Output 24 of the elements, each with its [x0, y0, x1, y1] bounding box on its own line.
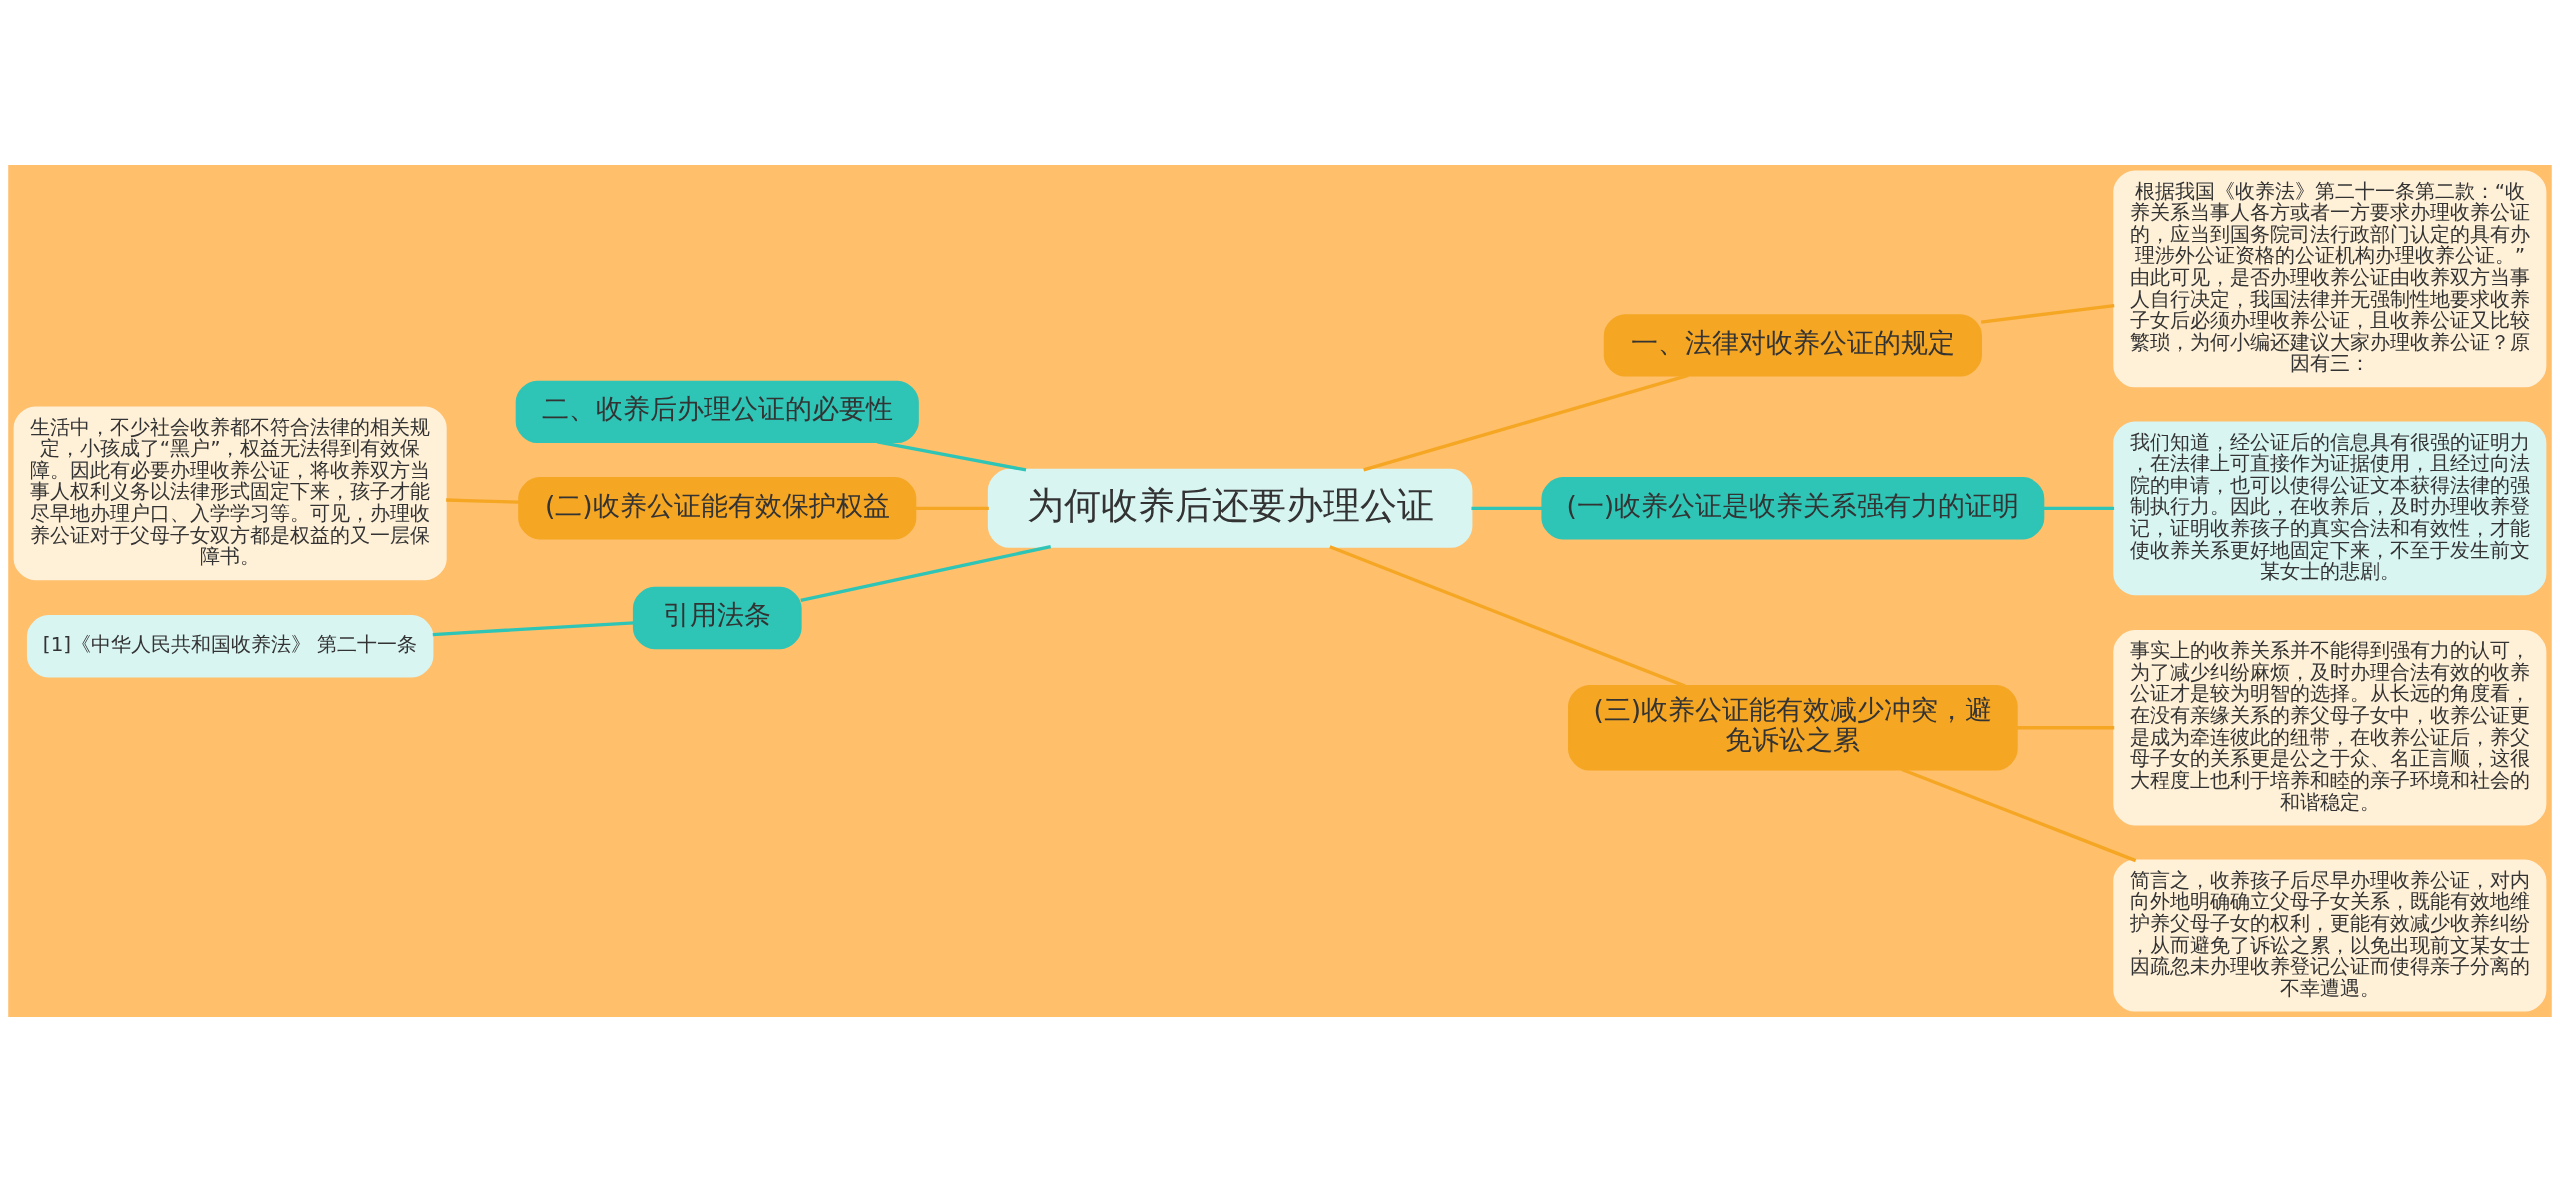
node-box: 为何收养后还要办理公证	[987, 468, 1473, 548]
connector	[915, 506, 989, 510]
node-box: (二)收养公证能有效保护权益	[518, 476, 917, 539]
node-box: 事实上的收养关系并不能得到强有力的认可，为了减少纠纷麻烦，及时办理合法有效的收养公证才是较为明智的选择。从长远的角度看，在没有亲缘关系的养父母子女中，收养公证更是成为牵连彼此的纽带，在收养公证后，养父母子女的关系更是公之于众、名正言顺，这很大程度上也利于培养和睦的亲子环境和社会的和谐稳定。	[2113, 629, 2547, 825]
node-box: [1]《中华人民共和国收养法》 第二十一条	[26, 614, 434, 677]
node-box: 引用法条	[632, 586, 802, 649]
connector	[1329, 544, 1686, 688]
node-box: 二、收养后办理公证的必要性	[515, 380, 919, 443]
connector	[1901, 767, 2137, 862]
node-box: 一、法律对收养公证的规定	[1603, 313, 1982, 377]
connector	[432, 620, 635, 636]
connector	[1980, 303, 2115, 324]
connector	[446, 497, 520, 504]
node-box: 根据我国《收养法》第二十一条第二款：“收养关系当事人各方或者一方要求办理收养公证的，应当到国务院司法行政部门认定的具有办理涉外公证资格的公证机构办理收养公证。”由此可见，是否办理收养公证由收养双方当事人自行决定，我国法律并无强制性地要求收养子女后必须办理收养公证，且收养公证又比较繁琐，为何小编还建议大家办理收养公证？原因有三：	[2113, 169, 2547, 387]
node-box: (三)收养公证能有效减少冲突，避免诉讼之累	[1568, 684, 2018, 771]
connector	[2043, 506, 2115, 510]
node-box: (一)收养公证是收养关系强有力的证明	[1541, 476, 2045, 539]
connector	[2017, 725, 2115, 729]
node-box: 简言之，收养孩子后尽早办理收养公证，对内向外地明确确立父母子女关系，既能有效地维护养父母子女的权利，更能有效减少收养纠纷，从而避免了诉讼之累，以免出现前文某女士因疏忽未办理收养登记公证而使得亲子分离的不幸遭遇。	[2113, 859, 2547, 1012]
connector	[1363, 373, 1689, 471]
node-box: 生活中，不少社会收养都不符合法律的相关规定，小孩成了“黑户”，权益无法得到有效保障。因此有必要办理收养公证，将收养双方当事人权利义务以法律形式固定下来，孩子才能尽早地办理户口、入学学习等。可见，办理收养公证对于父母子女双方都是权益的又一层保障书。	[13, 405, 447, 580]
connector	[1471, 506, 1543, 510]
connector	[800, 544, 1052, 602]
node-box: 我们知道，经公证后的信息具有很强的证明力，在法律上可直接作为证据使用，且经过向法院的申请，也可以使得公证文本获得法律的强制执行力。因此，在收养后，及时办理收养登记，证明收养孩子的真实合法和有效性，才能使收养关系更好地固定下来，不至于发生前文某女士的悲剧。	[2113, 420, 2547, 595]
